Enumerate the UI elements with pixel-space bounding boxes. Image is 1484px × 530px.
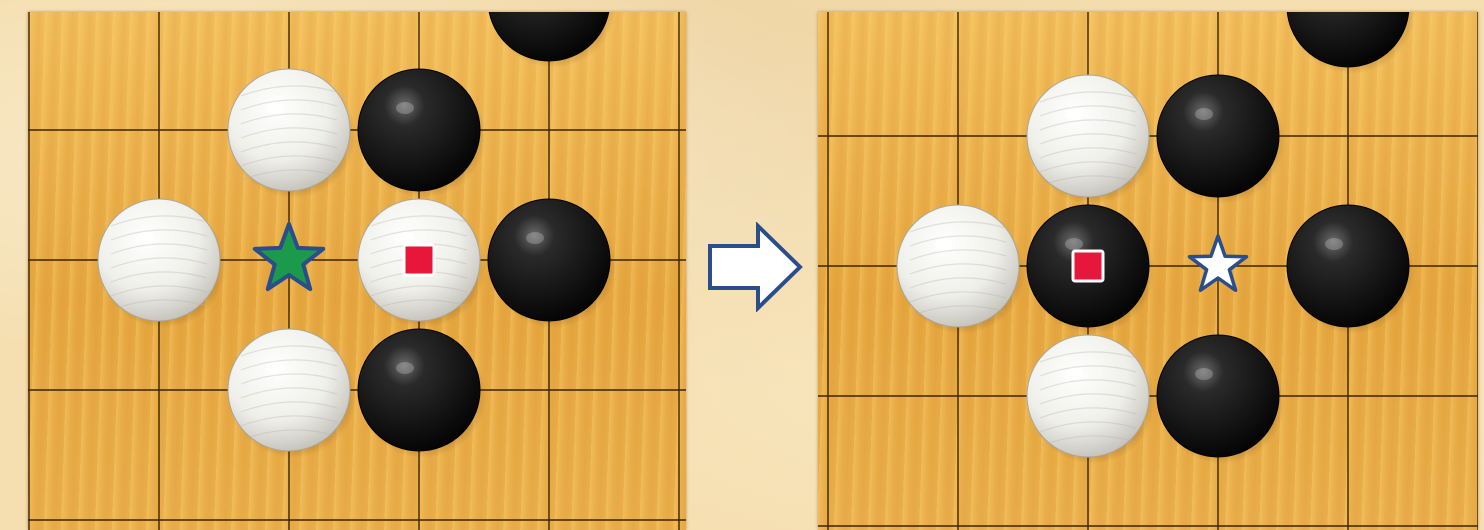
black-stone	[1157, 335, 1285, 464]
right-arrow-icon	[706, 222, 804, 312]
white-stone	[1027, 75, 1155, 204]
go-board-before	[28, 12, 686, 530]
last-move-square-marker	[1073, 251, 1103, 281]
last-move-square-marker	[404, 245, 434, 275]
board-after-canvas	[818, 12, 1478, 530]
black-stone	[488, 12, 616, 68]
board-before-canvas	[28, 12, 686, 530]
black-stone	[358, 69, 486, 198]
black-stone	[1157, 75, 1285, 204]
black-stone	[358, 329, 486, 458]
white-stone	[98, 199, 226, 328]
black-stone	[1287, 205, 1415, 334]
white-stone	[897, 205, 1025, 334]
white-stone	[1027, 335, 1155, 464]
white-stone	[228, 329, 356, 458]
white-stone	[228, 69, 356, 198]
go-board-after	[818, 12, 1478, 530]
black-stone	[1287, 12, 1415, 74]
black-stone	[488, 199, 616, 328]
